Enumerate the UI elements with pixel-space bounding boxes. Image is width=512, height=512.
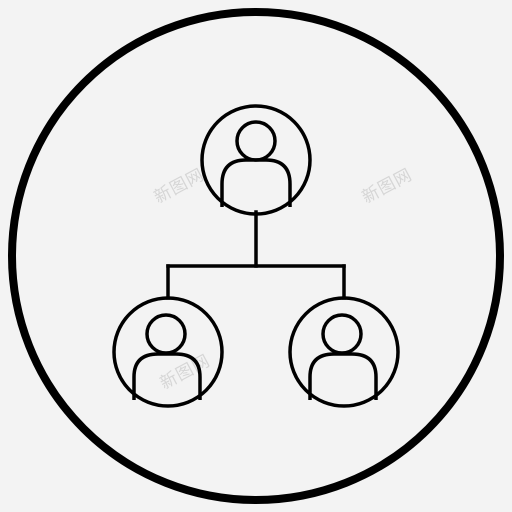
bottom-left-user-ring — [112, 296, 224, 408]
bottom-right-user-ring — [288, 296, 400, 408]
watermark-top-right: 新图网 — [359, 165, 416, 208]
outer-ring — [8, 8, 504, 504]
bottom-right-user-icon — [308, 313, 378, 400]
top-user-icon — [220, 120, 292, 207]
bottom-left-user-node — [112, 296, 224, 408]
hierarchy-connectors — [166, 210, 346, 300]
bottom-right-user-node — [288, 296, 400, 408]
top-user-ring — [200, 104, 312, 216]
bottom-left-user-icon — [132, 313, 202, 400]
watermark-top-left: 新图网 — [151, 165, 208, 208]
top-user-node — [200, 104, 312, 216]
watermark-bottom: 新图网 — [157, 351, 214, 394]
